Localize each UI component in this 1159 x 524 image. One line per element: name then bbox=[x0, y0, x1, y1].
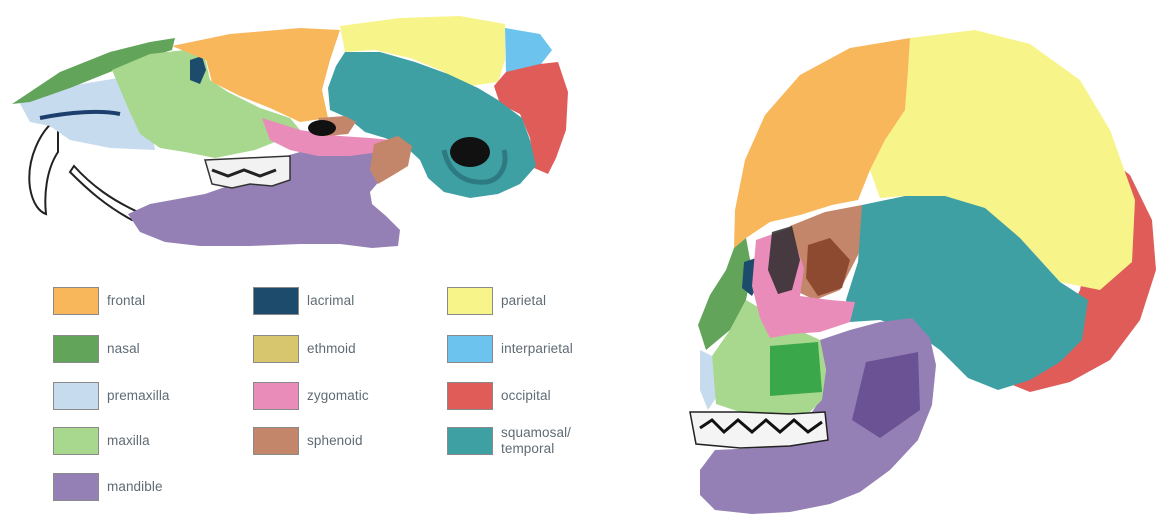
ethmoid-swatch bbox=[253, 335, 299, 363]
legend-item-premaxilla: premaxilla bbox=[53, 382, 170, 410]
legend-label-zygomatic: zygomatic bbox=[307, 388, 369, 404]
frontal-swatch bbox=[53, 287, 99, 315]
legend-item-occipital: occipital bbox=[447, 382, 551, 410]
legend-item-squamosal: squamosal/ temporal bbox=[447, 425, 571, 457]
legend-label-mandible: mandible bbox=[107, 479, 163, 495]
legend-item-lacrimal: lacrimal bbox=[253, 287, 354, 315]
legend-label-lacrimal: lacrimal bbox=[307, 293, 354, 309]
occipital-swatch bbox=[447, 382, 493, 410]
legend-label-sphenoid: sphenoid bbox=[307, 433, 363, 449]
interparietal-swatch bbox=[447, 335, 493, 363]
legend-item-zygomatic: zygomatic bbox=[253, 382, 369, 410]
sphenoid-swatch bbox=[253, 427, 299, 455]
parietal-swatch bbox=[447, 287, 493, 315]
maxilla-swatch bbox=[53, 427, 99, 455]
legend-label-maxilla: maxilla bbox=[107, 433, 150, 449]
legend-label-interparietal: interparietal bbox=[501, 341, 573, 357]
legend-item-nasal: nasal bbox=[53, 335, 140, 363]
legend-item-interparietal: interparietal bbox=[447, 335, 573, 363]
legend-item-mandible: mandible bbox=[53, 473, 163, 501]
legend-label-premaxilla: premaxilla bbox=[107, 388, 170, 404]
legend-label-nasal: nasal bbox=[107, 341, 140, 357]
mandible-swatch bbox=[53, 473, 99, 501]
premaxilla-swatch bbox=[53, 382, 99, 410]
legend-label-parietal: parietal bbox=[501, 293, 546, 309]
legend-label-frontal: frontal bbox=[107, 293, 145, 309]
legend-item-parietal: parietal bbox=[447, 287, 546, 315]
lacrimal-swatch bbox=[253, 287, 299, 315]
squamosal-swatch bbox=[447, 427, 493, 455]
legend-label-ethmoid: ethmoid bbox=[307, 341, 356, 357]
legend-label-squamosal: squamosal/ temporal bbox=[501, 425, 571, 457]
legend-item-sphenoid: sphenoid bbox=[253, 427, 363, 455]
nasal-swatch bbox=[53, 335, 99, 363]
human-maxilla-shading bbox=[770, 342, 822, 396]
legend-label-occipital: occipital bbox=[501, 388, 551, 404]
legend-item-maxilla: maxilla bbox=[53, 427, 150, 455]
legend-item-ethmoid: ethmoid bbox=[253, 335, 356, 363]
legend-item-frontal: frontal bbox=[53, 287, 145, 315]
zygomatic-swatch bbox=[253, 382, 299, 410]
